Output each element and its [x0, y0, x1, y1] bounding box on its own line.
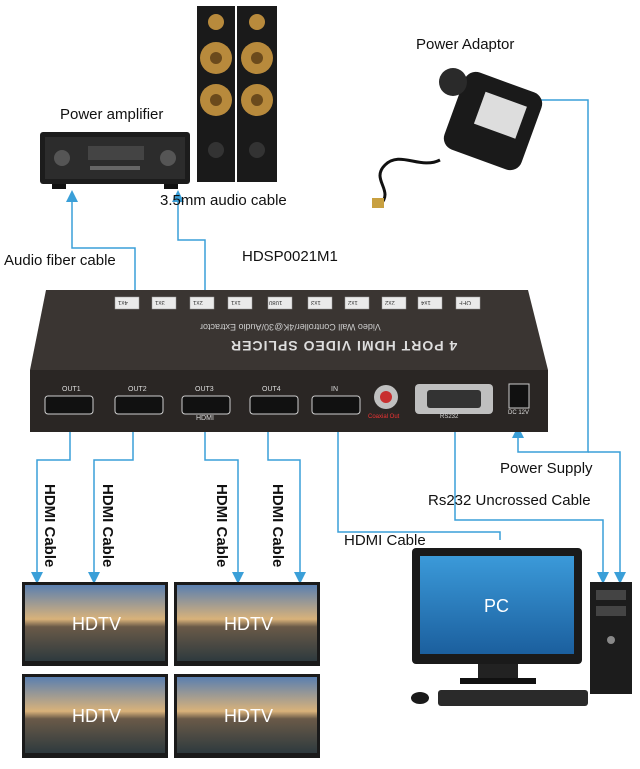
port-out4-label: OUT4	[262, 386, 281, 393]
power-amplifier-label: Power amplifier	[60, 106, 164, 123]
button-1x3: 1x3	[311, 299, 321, 305]
pc-screen-label: PC	[484, 596, 510, 616]
power-amplifier	[40, 132, 190, 189]
button-1x4: 1x4	[421, 299, 431, 305]
tv-4	[174, 674, 320, 758]
tv-2	[174, 582, 320, 666]
coaxial-label: Coaxial Out	[368, 414, 400, 420]
port-in-label: IN	[331, 386, 338, 393]
tv-3	[22, 674, 168, 758]
speakers	[197, 6, 277, 182]
button-1x2: 1x2	[348, 299, 358, 305]
rs232-port-label: RS232	[440, 414, 459, 420]
hdmi-tag: HDMI	[196, 415, 214, 422]
device-subtitle: Video Wall Controller/4K@30/Audio Extrac…	[200, 322, 381, 332]
button-4x1: 4x1	[118, 299, 128, 305]
port-out2-label: OUT2	[128, 386, 147, 393]
power-adaptor	[372, 68, 543, 208]
hdmi-vertical-label-2: HDMI Cable	[99, 484, 116, 568]
button-3x1: 3x1	[155, 299, 165, 305]
tv-2-label: HDTV	[224, 614, 273, 634]
power-supply-label: Power Supply	[500, 460, 593, 477]
port-out3-label: OUT3	[195, 386, 214, 393]
audio-fiber-label: Audio fiber cable	[4, 252, 116, 269]
rs232-cable-label: Rs232 Uncrossed Cable	[428, 492, 591, 509]
tv-4-label: HDTV	[224, 706, 273, 726]
hdmi-vertical-label-3: HDMI Cable	[213, 484, 230, 568]
tv-3-label: HDTV	[72, 706, 121, 726]
tv-1	[22, 582, 168, 666]
model-label: HDSP0021M1	[242, 248, 338, 265]
tv-wall	[22, 582, 320, 758]
port-out1-label: OUT1	[62, 386, 81, 393]
dc-label: DC 12V	[508, 410, 530, 416]
button-off: OFF	[459, 299, 471, 305]
video-splicer-device	[30, 290, 548, 432]
connection-lines	[31, 99, 626, 584]
hdmi-vertical-label-1: HDMI Cable	[41, 484, 58, 568]
button-1x1: 1x1	[231, 299, 241, 305]
pc-setup	[411, 548, 632, 706]
button-1080: 1080	[269, 299, 283, 305]
button-2x1: 2x1	[193, 299, 203, 305]
tv-1-label: HDTV	[72, 614, 121, 634]
audio-cable-label: 3.5mm audio cable	[160, 192, 287, 209]
hdmi-vertical-label-4: HDMI Cable	[269, 484, 286, 568]
hdmi-cable-label: HDMI Cable	[344, 532, 426, 549]
device-title: 4 PORT HDMI VIDEO SPLICER	[230, 338, 458, 354]
button-2x2: 2x2	[385, 299, 395, 305]
power-adaptor-label: Power Adaptor	[416, 36, 515, 53]
